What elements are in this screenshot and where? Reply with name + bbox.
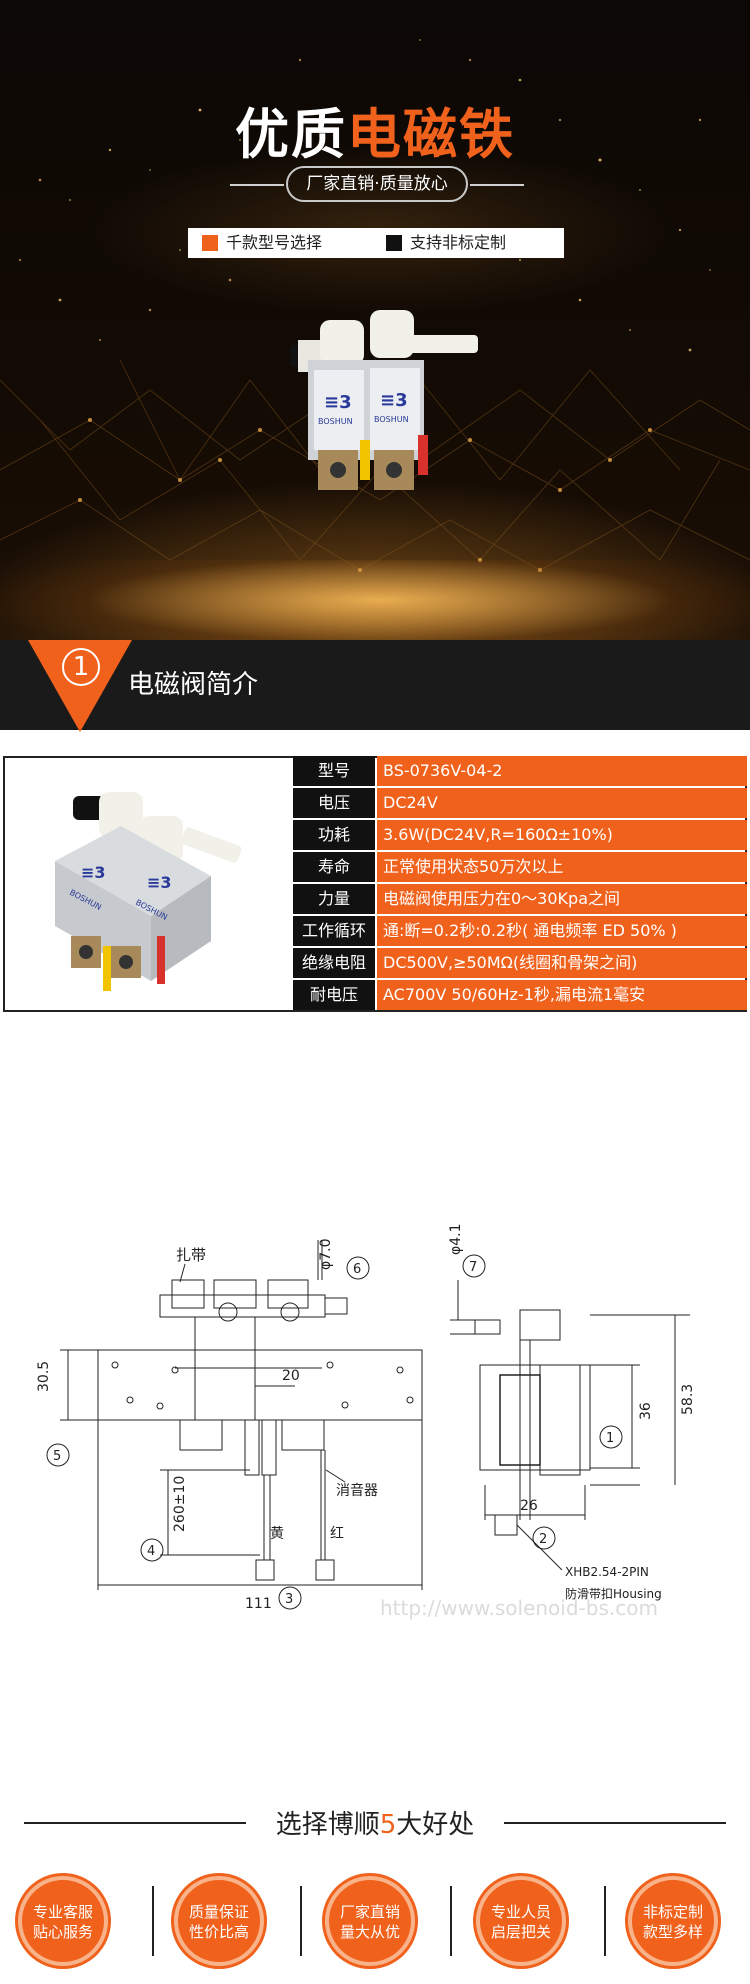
advantages-rule-right — [504, 1822, 726, 1824]
svg-text:≡3: ≡3 — [81, 863, 106, 882]
svg-text:≡3: ≡3 — [147, 873, 172, 892]
advantage-line2: 性价比高 — [188, 1923, 249, 1941]
spec-row: 工作循环 通:断=0.2秒:0.2秒( 通电频率 ED 50% ) — [293, 916, 747, 946]
advantage-item: 专业客服 贴心服务 — [18, 1876, 108, 1966]
spec-value: 3.6W(DC24V,R=160Ω±10%) — [377, 820, 747, 850]
spec-key: 功耗 — [293, 820, 375, 850]
label-zadai: 扎带 — [176, 1246, 206, 1264]
dim-111: 111 — [245, 1596, 272, 1612]
svg-text:≡3: ≡3 — [380, 390, 408, 411]
advantages-title: 选择博顺5大好处 — [0, 1804, 750, 1841]
spec-row: 寿命 正常使用状态50万次以上 — [293, 852, 747, 882]
spec-value: 正常使用状态50万次以上 — [377, 852, 747, 882]
advantage-line2: 启层把关 — [490, 1923, 551, 1941]
spec-row: 电压 DC24V — [293, 788, 747, 818]
label-fanghua: 防滑带扣Housing — [565, 1586, 662, 1601]
callout-6: 6 — [353, 1262, 361, 1277]
hero-light-floor — [0, 560, 750, 640]
advantages-title-num: 5 — [379, 1810, 397, 1840]
spec-value: DC500V,≥50MΩ(线圈和骨架之间) — [377, 948, 747, 978]
spec-value: AC700V 50/60Hz-1秒,漏电流1毫安 — [377, 980, 747, 1010]
advantage-divider — [300, 1886, 302, 1956]
dim-20: 20 — [282, 1368, 300, 1384]
technical-drawing: http://www.solenoid-bs.com 30.5 20 260±1… — [36, 1224, 696, 1621]
callout-3: 3 — [285, 1592, 293, 1607]
label-huang: 黄 — [270, 1525, 284, 1542]
tagline-rule-right — [470, 184, 524, 186]
dim-phi41: φ4.1 — [448, 1224, 464, 1256]
spec-row: 力量 电磁阀使用压力在0～30Kpa之间 — [293, 884, 747, 914]
advantage-line1: 非标定制 — [642, 1903, 703, 1921]
hero-banner: 优质电磁铁 厂家直销·质量放心 千款型号选择 支持非标定制 ≡3 ≡3 BOSH… — [0, 0, 750, 640]
advantage-item: 厂家直销 量大从优 — [325, 1876, 415, 1966]
spec-row: 型号 BS-0736V-04-2 — [293, 756, 747, 786]
section-number-badge: 1 — [62, 648, 100, 686]
hero-product-logo-2: BOSHUN — [374, 415, 409, 424]
advantage-line1: 质量保证 — [188, 1903, 249, 1921]
callout-5: 5 — [53, 1449, 61, 1464]
advantage-line1: 专业客服 — [32, 1903, 93, 1921]
spec-product-image: ≡3 ≡3 BOSHUN BOSHUN — [55, 792, 242, 991]
hero-product-logo: BOSHUN — [318, 417, 353, 426]
label-xhb: XHB2.54-2PIN — [565, 1565, 649, 1579]
hero-tagline: 厂家直销·质量放心 — [286, 166, 468, 202]
callout-4: 4 — [147, 1544, 155, 1559]
spec-value: DC24V — [377, 788, 747, 818]
dim-58-3: 58.3 — [680, 1384, 696, 1415]
spec-row: 绝缘电阻 DC500V,≥50MΩ(线圈和骨架之间) — [293, 948, 747, 978]
advantages-title-pre: 选择博顺 — [275, 1810, 380, 1840]
spec-key: 绝缘电阻 — [293, 948, 375, 978]
feature-label-models: 千款型号选择 — [226, 233, 323, 252]
hero-title: 优质电磁铁 — [0, 90, 750, 169]
advantage-item: 质量保证 性价比高 — [174, 1876, 264, 1966]
label-hong: 红 — [330, 1526, 344, 1542]
spec-value: BS-0736V-04-2 — [377, 756, 747, 786]
feature-label-custom: 支持非标定制 — [410, 233, 507, 252]
advantage-line1: 厂家直销 — [339, 1903, 400, 1921]
label-xiaoyinqi: 消音器 — [336, 1482, 378, 1499]
spec-key: 电压 — [293, 788, 375, 818]
hero-feature-bar: 千款型号选择 支持非标定制 — [188, 228, 564, 258]
advantage-line2: 量大从优 — [339, 1923, 400, 1941]
dim-30-5: 30.5 — [36, 1361, 52, 1392]
advantages-header: 选择博顺5大好处 — [0, 1800, 750, 1840]
advantage-divider — [604, 1886, 606, 1956]
callout-2: 2 — [539, 1532, 547, 1547]
callout-1: 1 — [606, 1431, 614, 1446]
advantage-line1: 专业人员 — [490, 1903, 551, 1921]
spec-key: 耐电压 — [293, 980, 375, 1010]
callout-7: 7 — [469, 1260, 477, 1275]
hero-gold-sparkles — [18, 39, 711, 352]
advantage-line2: 贴心服务 — [32, 1923, 93, 1941]
tagline-rule-left — [230, 184, 284, 186]
hero-title-orange: 电磁铁 — [347, 103, 515, 166]
spec-key: 寿命 — [293, 852, 375, 882]
svg-text:≡3: ≡3 — [324, 392, 352, 413]
spec-value: 电磁阀使用压力在0～30Kpa之间 — [377, 884, 747, 914]
section-title: 电磁阀简介 — [128, 670, 259, 700]
advantage-item: 非标定制 款型多样 — [628, 1876, 718, 1966]
spec-key: 型号 — [293, 756, 375, 786]
feature-black-square — [386, 235, 402, 251]
dim-260: 260±10 — [172, 1476, 188, 1532]
hero-product-image: ≡3 ≡3 BOSHUN BOSHUN — [290, 310, 478, 490]
spec-value: 通:断=0.2秒:0.2秒( 通电频率 ED 50% ) — [377, 916, 747, 946]
spec-row: 耐电压 AC700V 50/60Hz-1秒,漏电流1毫安 — [293, 980, 747, 1010]
dim-26: 26 — [520, 1498, 538, 1514]
advantages-rule-left — [24, 1822, 246, 1824]
advantages-title-post: 大好处 — [396, 1810, 475, 1840]
dim-36: 36 — [638, 1402, 654, 1420]
dim-phi7: φ7.0 — [318, 1239, 334, 1271]
advantage-line2: 款型多样 — [642, 1923, 703, 1941]
drawing-watermark: http://www.solenoid-bs.com — [380, 1596, 658, 1620]
advantage-item: 专业人员 启层把关 — [476, 1876, 566, 1966]
advantage-divider — [152, 1886, 154, 1956]
advantage-divider — [450, 1886, 452, 1956]
spec-key: 工作循环 — [293, 916, 375, 946]
hero-title-white: 优质 — [235, 103, 347, 166]
spec-key: 力量 — [293, 884, 375, 914]
spec-panel: ≡3 ≡3 BOSHUN BOSHUN — [3, 756, 747, 1012]
feature-orange-square — [202, 235, 218, 251]
spec-row: 功耗 3.6W(DC24V,R=160Ω±10%) — [293, 820, 747, 850]
